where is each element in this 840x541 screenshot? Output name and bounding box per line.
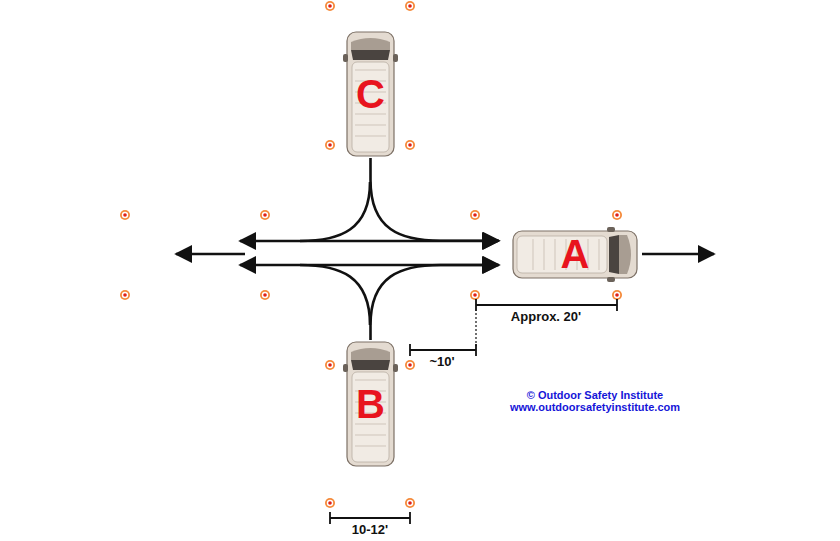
copyright-note: www.outdoorsafetyinstitute.com	[508, 401, 682, 413]
van-letter: B	[356, 382, 385, 427]
travel-arrows	[176, 182, 714, 325]
van-label-holder: A	[511, 227, 639, 282]
copyright-note: © Outdoor Safety Institute	[525, 389, 665, 401]
dimension-label: Approx. 20'	[509, 309, 583, 324]
cones	[120, 1, 622, 508]
dimension-label: ~10'	[427, 354, 456, 369]
van: B	[343, 340, 398, 468]
dimension-label: 10-12'	[350, 522, 390, 537]
van: A	[511, 227, 639, 282]
van-letter: C	[356, 72, 385, 117]
merge-arrow	[371, 158, 500, 241]
van-label-holder: B	[343, 340, 398, 468]
van-letter: A	[561, 232, 590, 277]
merge-arrow	[371, 265, 500, 340]
van: C	[343, 30, 398, 158]
van-label-holder: C	[343, 30, 398, 158]
